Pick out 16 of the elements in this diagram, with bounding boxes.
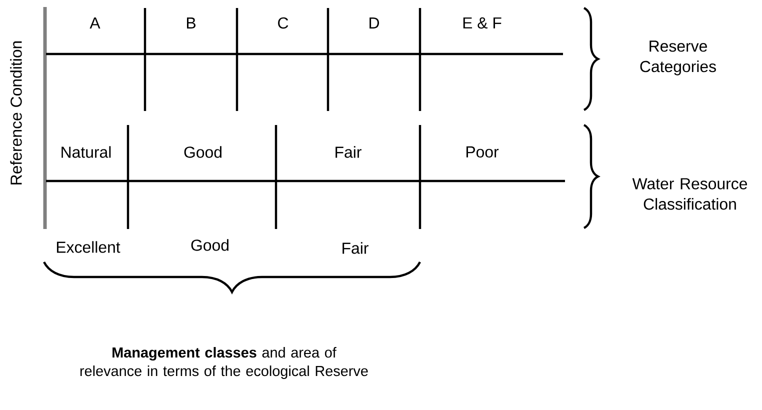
class-label: Natural — [62, 146, 111, 158]
class-label: Fair — [336, 146, 362, 158]
class-label: Poor — [466, 146, 499, 158]
category-label: A — [90, 18, 100, 28]
class-label: Fair — [342, 242, 368, 254]
category-label: C — [278, 17, 288, 29]
brace-label: Water Resource Classification — [632, 178, 748, 210]
class-label: Good — [191, 239, 228, 251]
class-label: Good — [184, 146, 222, 158]
category-label: B — [187, 18, 196, 28]
category-label: E & F — [463, 17, 502, 29]
category-label: D — [370, 18, 379, 28]
caption-text: Management classes and area of relevance in terms of the ecological Reserve — [80, 347, 368, 379]
brace-label: Reserve Categories — [640, 40, 716, 76]
axis-title: Reference Condition — [10, 41, 22, 184]
class-label: Excellent — [56, 241, 120, 253]
